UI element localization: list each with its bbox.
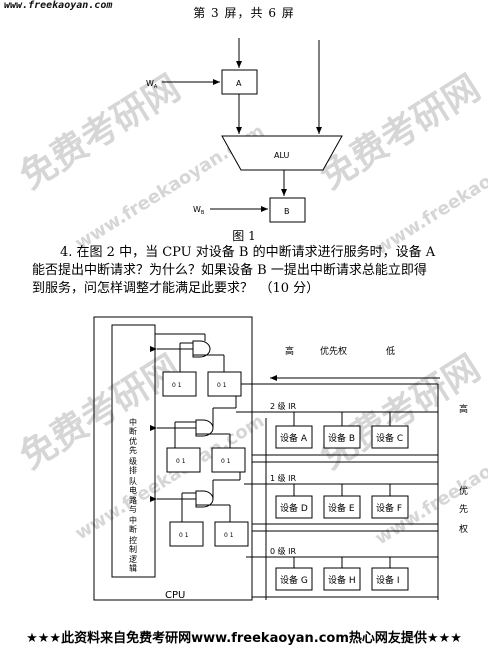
question-4: 4. 在图 2 中，当 CPU 对设备 B 的中断请求进行服务时，设备 A 能否… — [32, 244, 462, 298]
flip-flop-1b-label: 0 1 — [217, 382, 227, 389]
svg-text:优: 优 — [129, 436, 137, 446]
ir-level-0-label: 0 级 IR — [270, 546, 297, 556]
device-d-label: 设备 D — [280, 502, 308, 514]
device-f-label: 设备 F — [376, 502, 402, 514]
flip-flop-3b — [214, 521, 249, 547]
flip-flop-3b-label: 0 1 — [224, 532, 234, 539]
side-priority-3: 权 — [459, 523, 468, 535]
and-gate-3 — [195, 490, 214, 508]
page-header: 第 3 屏，共 6 屏 — [193, 6, 295, 20]
register-a — [221, 69, 258, 95]
figure-2 — [93, 316, 440, 601]
question-line-1: 4. 在图 2 中，当 CPU 对设备 B 的中断请求进行服务时，设备 A — [60, 245, 436, 260]
device-i-label: 设备 I — [376, 574, 400, 586]
device-a-label: 设备 A — [280, 432, 308, 444]
register-a-label: A — [236, 79, 242, 88]
cpu-label: CPU — [165, 590, 185, 601]
ir-level-1-label: 1 级 IR — [270, 473, 297, 483]
alu-label: ALU — [274, 151, 290, 160]
flip-flop-1a-label: 0 1 — [172, 382, 182, 389]
device-h-label: 设备 H — [328, 574, 356, 586]
side-priority-2: 先 — [459, 503, 468, 515]
watermark-cn-3: 免费考研网 — [13, 347, 187, 477]
svg-text:级: 级 — [129, 456, 137, 466]
register-b — [269, 197, 306, 223]
priority-label: 优先权 — [320, 345, 347, 357]
site-header: www.freekaoyan.com — [4, 0, 113, 11]
svg-text:控: 控 — [129, 535, 137, 545]
flip-flop-3a-label: 0 1 — [179, 532, 189, 539]
svg-text:与: 与 — [129, 505, 137, 514]
flip-flop-1a — [162, 371, 197, 397]
svg-text:辑: 辑 — [129, 563, 137, 573]
and-gate-2 — [195, 419, 214, 437]
control-logic-box — [111, 324, 156, 578]
device-b-label: 设备 B — [328, 432, 355, 444]
flip-flop-3a — [169, 521, 204, 547]
svg-text:断: 断 — [129, 426, 137, 436]
priority-low-label: 低 — [386, 345, 395, 357]
alu-block — [221, 135, 343, 171]
svg-text:路: 路 — [129, 495, 137, 505]
flip-flop-2b-label: 0 1 — [221, 458, 231, 465]
watermark-cn-2: 免费考研网 — [313, 67, 487, 197]
figure-1-caption: 图 1 — [232, 229, 256, 243]
priority-high-label: 高 — [285, 345, 294, 357]
cpu-box — [93, 316, 253, 601]
svg-text:中: 中 — [129, 417, 137, 427]
svg-text:先: 先 — [129, 445, 137, 455]
side-priority-1: 优 — [459, 485, 468, 497]
svg-text:排: 排 — [129, 465, 137, 475]
wb-label: WB — [193, 205, 205, 216]
ir-level-2-label: 2 级 IR — [270, 401, 297, 411]
and-gate-1 — [192, 340, 211, 358]
footer-banner: ★★★此资料来自免费考研网www.freekaoyan.com热心网友提供★★★ — [26, 631, 462, 646]
control-logic-text: 中 断 优 先 级 排 队 电 路 与 中 断 控 制 逻 辑 — [129, 417, 137, 573]
figure-2-labels: 高 优先权 低 高 优 先 权 中 断 优 先 级 排 队 电 路 与 中 断 … — [129, 345, 468, 601]
flip-flop-2b — [211, 447, 246, 473]
svg-text:队: 队 — [129, 476, 137, 486]
svg-text:逻: 逻 — [129, 554, 137, 564]
side-high-label: 高 — [459, 403, 468, 415]
device-e-label: 设备 E — [328, 502, 355, 514]
question-line-2: 能否提出中断请求？为什么？如果设备 B 一提出中断请求总能立即得 — [32, 263, 427, 278]
watermark-cn-1: 免费考研网 — [13, 67, 187, 197]
flip-flop-2a-label: 0 1 — [176, 458, 186, 465]
flip-flop-2a — [166, 447, 201, 473]
register-b-label: B — [284, 207, 290, 216]
svg-text:断: 断 — [129, 524, 137, 534]
svg-text:制: 制 — [129, 544, 137, 554]
device-c-label: 设备 C — [376, 432, 403, 444]
svg-text:中: 中 — [129, 515, 137, 525]
device-g-label: 设备 G — [280, 574, 308, 586]
figure-1-labels: WA A ALU WB B — [146, 79, 290, 216]
question-line-3: 到服务，问怎样调整才能满足此要求？ （10 分） — [32, 281, 320, 296]
flip-flop-1b — [207, 371, 242, 397]
svg-text:电: 电 — [129, 485, 137, 495]
wa-label: WA — [146, 79, 158, 90]
figure-1 — [162, 38, 343, 223]
